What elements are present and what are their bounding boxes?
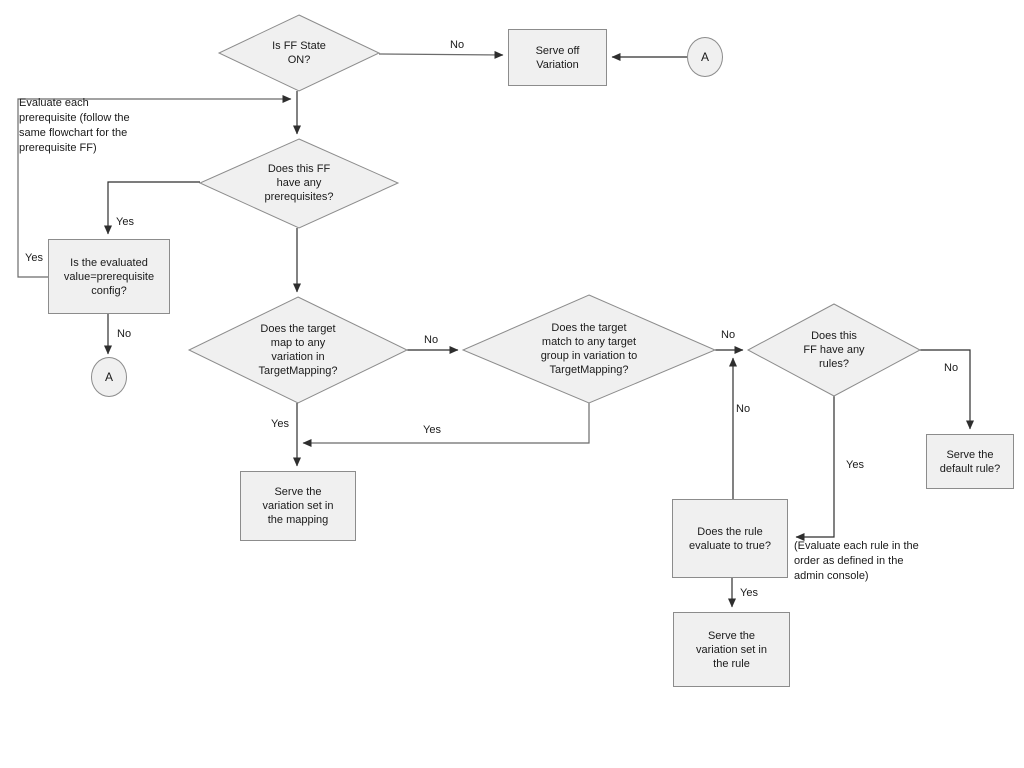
edge-label-yes-group: Yes [423,424,441,436]
decision-has-rules-label: Does this FF have any rules? [803,330,865,370]
process-serve-mapping-variation: Serve the variation set in the mapping [240,471,356,541]
process-serve-rule-variation: Serve the variation set in the rule [673,612,790,687]
note-rule-order: (Evaluate each rule in the order as defi… [794,540,919,582]
process-serve-off-variation: Serve off Variation [508,29,607,86]
process-serve-default-rule: Serve the default rule? [926,434,1014,489]
edge-targetgroup-yes-join [302,403,590,447]
process-evaluated-value-check: Is the evaluated value=prerequisite conf… [48,239,170,314]
decision-has-prerequisites [198,138,400,229]
edge-label-no-map: No [424,334,439,346]
decision-has-prerequisites-label: Does this FF have any prerequisites? [264,163,334,203]
decision-target-map [187,296,409,404]
decision-target-group [461,294,717,404]
edge-label-no-group: No [721,329,736,341]
decision-target-map-label: Does the target map to any variation in … [258,323,338,377]
edge-label-no-rule-false: No [736,403,751,415]
edge-label-yes-map: Yes [271,418,289,430]
process-rule-evaluates-true: Does the rule evaluate to true? [672,499,788,578]
decision-ff-state-on [217,14,381,92]
decision-has-rules [746,303,922,397]
edge-label-no-to-a: No [117,328,132,340]
connector-a-left: A [91,357,127,397]
edge-hasrules-yes-ruletrue [795,396,835,541]
note-prerequisite-evaluation: Evaluate each prerequisite (follow the s… [19,97,130,154]
connector-a-top: A [687,37,723,77]
edge-label-yes-loop: Yes [25,252,43,264]
edge-evalvalue-yes-loop [17,95,292,278]
decision-ff-state-on-label: Is FF State ON? [272,40,326,66]
edge-ffstate-no-serveoff [378,50,504,59]
decision-target-group-label: Does the target match to any target grou… [540,322,638,376]
edge-label-yes-rules: Yes [846,459,864,471]
edge-label-no-rules: No [944,362,959,374]
edge-prereqs-yes-evalvalue [104,181,200,235]
edge-hasrules-no-servedefault [920,349,974,430]
edge-label-no-off: No [450,39,465,51]
edge-label-yes-to-eval: Yes [116,216,134,228]
edge-label-yes-rule-true: Yes [740,587,758,599]
